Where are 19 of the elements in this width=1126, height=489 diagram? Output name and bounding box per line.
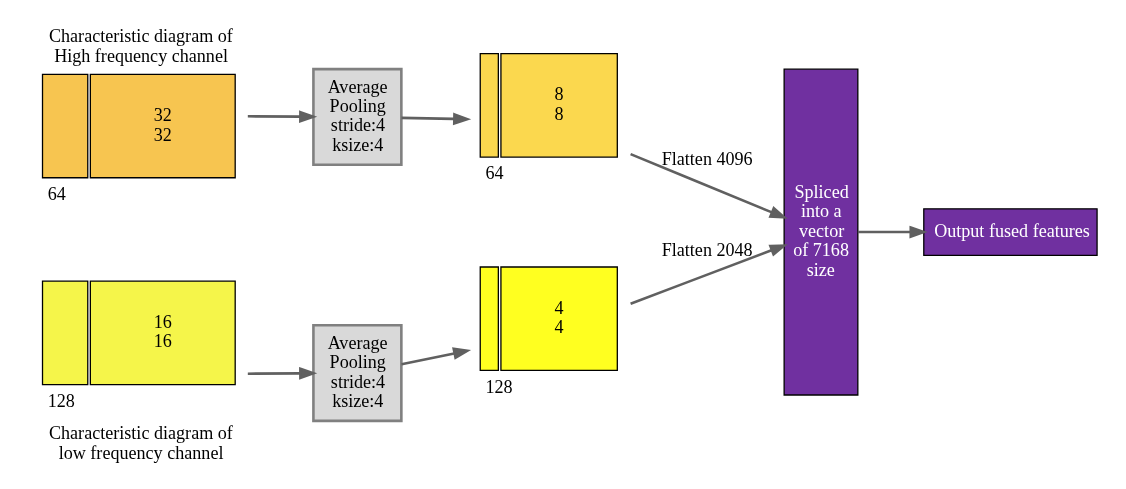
arrow	[247, 366, 318, 380]
edge-label: Flatten 4096	[661, 148, 753, 169]
arrow	[630, 243, 788, 305]
arrow	[401, 112, 472, 125]
node-label: 64	[47, 183, 66, 204]
node-box: Output fused features	[923, 207, 1098, 256]
node-box: Average Pooling stride:4 ksize:4	[312, 67, 403, 166]
node-label: 128	[485, 376, 513, 397]
node-label: Characteristic diagram of High frequency channel	[48, 25, 233, 66]
arrow	[247, 109, 318, 123]
node-label: 64	[485, 162, 504, 183]
node-label: 128	[47, 390, 75, 411]
node-box: Average Pooling stride:4 ksize:4	[312, 323, 403, 422]
node-box: Spliced into a vector of 7168 size	[783, 68, 859, 396]
arrow	[630, 152, 788, 219]
node-label: Characteristic diagram of low frequency channel	[48, 422, 233, 463]
edge-label: Flatten 2048	[661, 239, 753, 260]
arrow	[401, 346, 472, 365]
arrow	[857, 225, 928, 238]
